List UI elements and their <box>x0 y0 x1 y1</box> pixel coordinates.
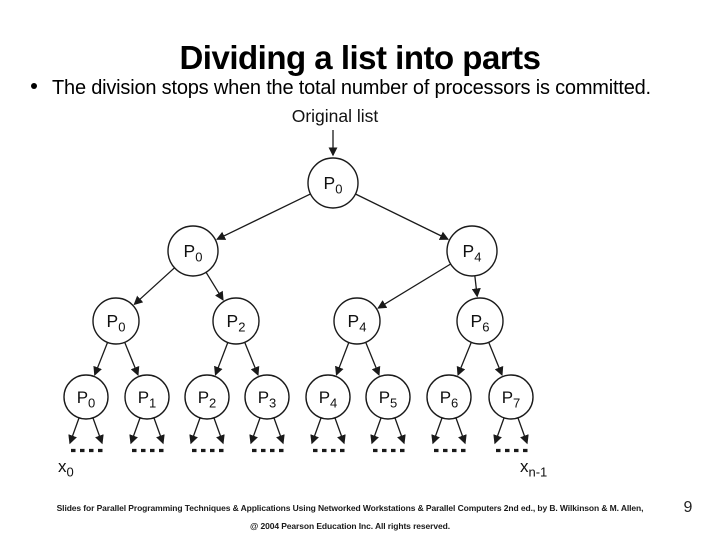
node-label: P0 <box>107 311 126 335</box>
tree-edge-arrow <box>93 342 109 376</box>
leaf-split-arrow <box>370 417 382 445</box>
node-label: P6 <box>471 311 490 335</box>
processor-node-P0 <box>92 297 140 345</box>
tree-edge-arrow <box>456 342 472 377</box>
node-label: P3 <box>258 388 277 411</box>
tree-edge-arrow <box>488 342 504 377</box>
leaf-split-arrow <box>153 417 165 445</box>
leaf-split-arrow <box>310 417 322 445</box>
bullet-marker <box>31 83 37 89</box>
tree-edge-arrow <box>471 275 481 298</box>
leaf-split-arrow <box>394 417 406 445</box>
processor-node-P1 <box>124 374 170 420</box>
tree-edge-arrow <box>214 342 229 376</box>
node-label: P7 <box>502 388 521 411</box>
processor-node-P4 <box>333 297 381 345</box>
tree-edge-arrow <box>133 267 175 306</box>
leaf-split-arrow <box>92 417 104 445</box>
processor-node-P4 <box>305 374 351 420</box>
node-label: P6 <box>440 388 459 411</box>
processor-node-P3 <box>244 374 290 420</box>
footer-copyright: @ 2004 Pearson Education Inc. All rights… <box>250 520 450 531</box>
node-label: P2 <box>227 311 246 335</box>
processor-node-P6 <box>456 297 504 345</box>
bullet-text: The division stops when the total number… <box>52 77 651 99</box>
processor-node-P4 <box>446 225 498 277</box>
node-label: P4 <box>319 388 338 411</box>
original-list-label: Original list <box>292 106 379 126</box>
leaf-split-arrow <box>273 417 285 445</box>
slide-title: Dividing a list into parts <box>179 39 541 76</box>
tree-edge-arrow <box>244 342 260 377</box>
processor-node-P0 <box>307 157 359 209</box>
processor-node-P2 <box>212 297 260 345</box>
page-number: 9 <box>683 499 693 516</box>
node-label: P4 <box>463 241 482 265</box>
processor-node-P2 <box>184 374 230 420</box>
leaf-split-arrow <box>213 417 225 445</box>
tree-edge-arrow <box>377 263 451 309</box>
node-label: P4 <box>348 311 367 335</box>
leaf-split-arrow <box>493 417 505 445</box>
tree-edge-arrow <box>335 342 350 376</box>
leaf-split-arrow <box>249 417 261 445</box>
node-label: P0 <box>324 173 343 197</box>
tree-edge-arrow <box>365 342 381 377</box>
tree-edge-arrow <box>216 193 311 240</box>
leaf-split-arrow <box>334 417 346 445</box>
processor-node-P6 <box>426 374 472 420</box>
processor-node-P5 <box>365 374 411 420</box>
node-label: P5 <box>379 388 398 411</box>
processor-node-P0 <box>167 225 219 277</box>
leaf-split-arrow <box>68 417 80 445</box>
leaf-split-arrow <box>431 417 443 445</box>
leaf-split-arrow <box>189 417 201 445</box>
processor-node-P7 <box>488 374 534 420</box>
leaf-split-arrow <box>129 417 141 445</box>
leaf-split-arrow <box>517 417 529 445</box>
tree-edge-arrow <box>124 342 140 377</box>
node-label: P0 <box>77 388 96 411</box>
slide-footer: Slides for Parallel Programming Techniqu… <box>30 500 670 535</box>
tree-edge-arrow <box>205 271 224 301</box>
node-label: P2 <box>198 388 217 411</box>
footer-citation: Slides for Parallel Programming Techniqu… <box>56 503 644 513</box>
node-label: P0 <box>184 241 203 265</box>
leaf-split-arrow <box>455 417 467 445</box>
last-element-label: xn-1 <box>520 457 547 480</box>
first-element-label: x0 <box>58 457 74 480</box>
tree-edge-arrow <box>355 193 449 240</box>
processor-node-P0 <box>63 374 109 420</box>
node-label: P1 <box>138 388 157 411</box>
